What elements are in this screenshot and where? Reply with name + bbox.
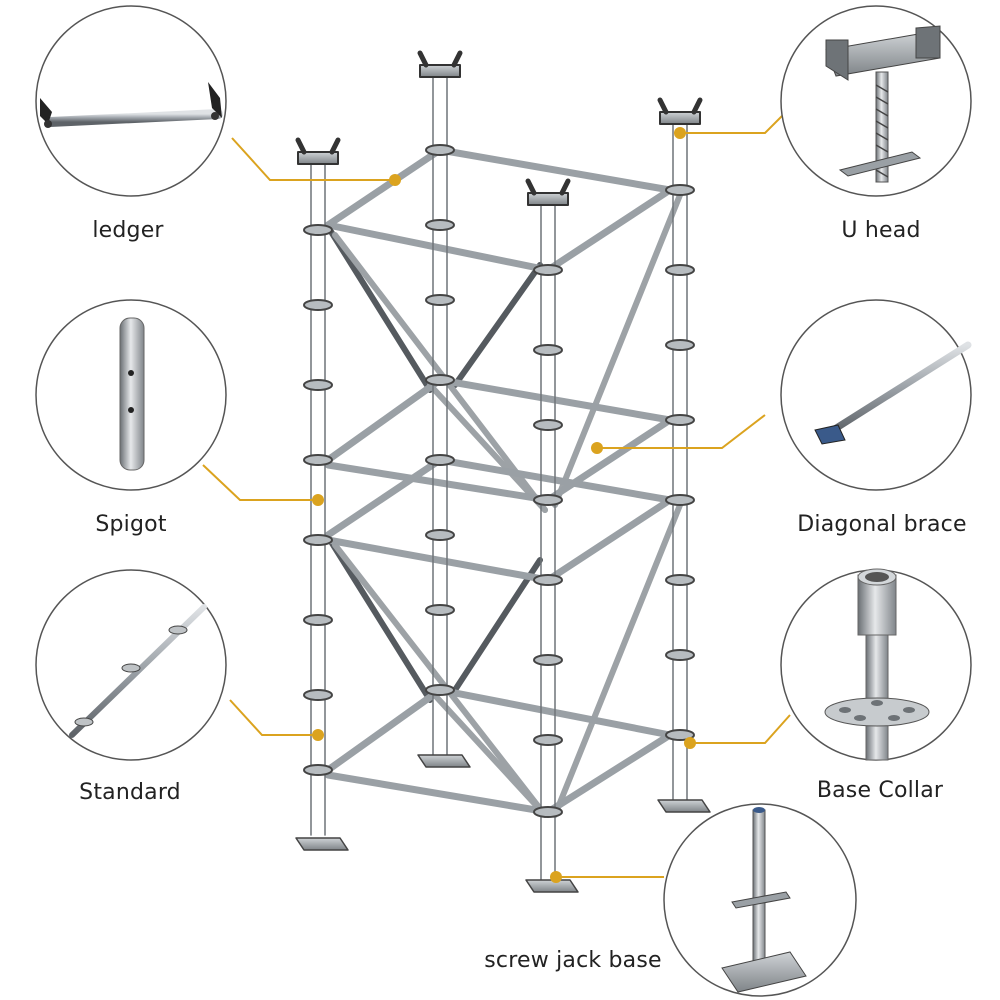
base-plates	[295, 754, 711, 893]
u-head-2	[417, 50, 463, 78]
leader-u-head	[680, 115, 783, 134]
scaffold-tower	[295, 50, 711, 893]
detail-circles	[35, 5, 972, 997]
leader-dots	[312, 127, 696, 883]
screw-jack-detail-image	[721, 807, 807, 993]
label-diagonal-brace: Diagonal brace	[797, 512, 967, 537]
base-collar-detail-image	[824, 568, 930, 761]
standards	[311, 68, 687, 887]
leader-lines	[202, 115, 791, 878]
standards-outline	[310, 74, 688, 881]
label-standard: Standard	[79, 780, 181, 805]
diagonal-braces	[327, 227, 543, 703]
diagonal-brace-detail-image	[814, 341, 972, 445]
u-heads	[295, 50, 703, 206]
label-ledger: ledger	[92, 218, 164, 243]
diagonal-braces-light	[332, 192, 683, 818]
leader-ledger	[231, 137, 395, 181]
u-head-1	[295, 137, 341, 165]
u-head-3	[525, 178, 571, 206]
ledgers	[324, 146, 674, 816]
leader-diagonal-brace	[597, 414, 766, 449]
ledger-detail-circle	[35, 5, 227, 197]
label-u-head: U head	[841, 218, 921, 243]
spigot-detail-image	[119, 317, 145, 471]
ledger-detail-image	[40, 82, 223, 128]
u-head-4	[657, 97, 703, 125]
leader-spigot	[202, 464, 318, 501]
label-screw-jack-base: screw jack base	[484, 948, 662, 973]
standard-detail-image	[69, 604, 207, 738]
diagonal-brace-detail-circle	[780, 299, 972, 491]
rosettes	[303, 144, 695, 818]
label-spigot: Spigot	[95, 512, 167, 537]
leader-standard	[229, 699, 318, 736]
leader-base-collar	[690, 714, 791, 744]
label-base-collar: Base Collar	[816, 778, 944, 803]
u-head-detail-image	[825, 25, 941, 183]
